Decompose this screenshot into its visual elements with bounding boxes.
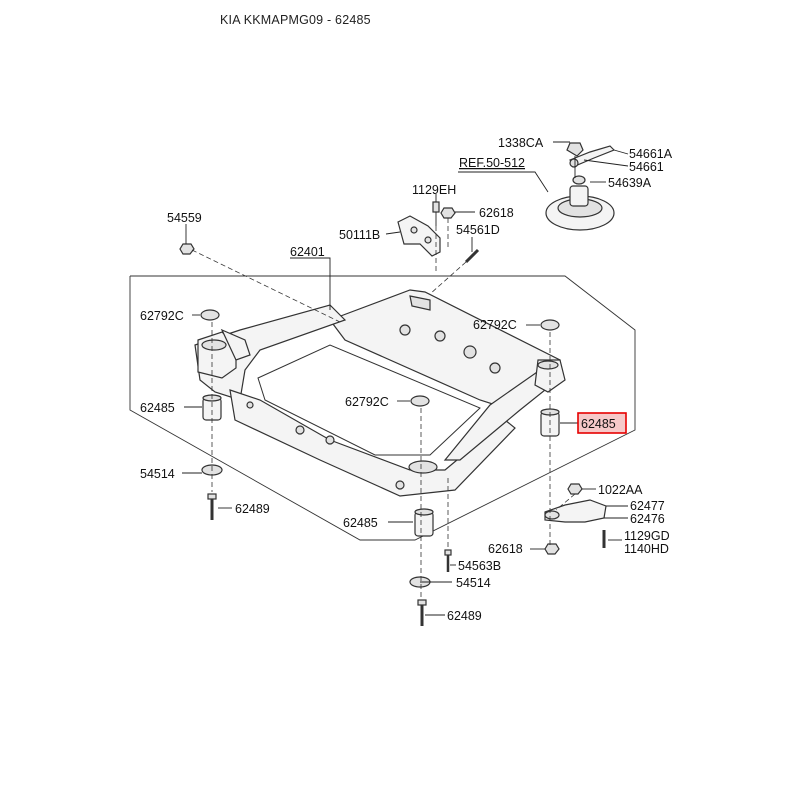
label-54661[interactable]: 54661 [629,160,664,174]
highlighted-part-box [577,412,627,434]
label-62476[interactable]: 62476 [630,512,665,526]
nut-62618-top-part [440,207,456,219]
label-62401[interactable]: 62401 [290,245,325,259]
bracket-62477-62476-part [544,499,607,523]
label-54563b[interactable]: 54563B [458,559,501,573]
label-54559[interactable]: 54559 [167,211,202,225]
nut-54559-part [179,243,195,255]
assembly-outline-frame [129,275,636,541]
dash-line-54559 [191,249,341,323]
label-62477[interactable]: 62477 [630,499,665,513]
label-62792c-left[interactable]: 62792C [140,309,184,323]
label-62489-bottom[interactable]: 62489 [447,609,482,623]
diagram-title: KIA KKMAPMG09 - 62485 [220,13,371,27]
label-54639a[interactable]: 54639A [608,176,652,190]
label-54514-left[interactable]: 54514 [140,467,175,481]
label-54561d[interactable]: 54561D [456,223,500,237]
bolt-54561d-part [464,248,480,264]
strut-mount-assembly [545,142,616,231]
bolt-62489-bottom-part [417,599,427,626]
bushing-62485-bottom-part [414,508,434,537]
nut-62618-bottom-part [544,543,560,555]
bolt-54563b-part [444,549,452,572]
nut-1022aa-part [567,483,583,495]
label-1129gd[interactable]: 1129GD [624,529,670,543]
washer-62792c-left-part [200,309,220,321]
bracket-50111b-part [397,215,441,257]
label-1022aa[interactable]: 1022AA [598,483,643,497]
label-1129eh[interactable]: 1129EH [412,183,456,197]
label-1338ca[interactable]: 1338CA [498,136,544,150]
label-1140hd[interactable]: 1140HD [624,542,669,556]
label-62792c-mid[interactable]: 62792C [345,395,389,409]
bolt-1129eh-part [432,201,440,226]
label-62618-bottom[interactable]: 62618 [488,542,523,556]
leader-lines [182,141,629,616]
dash-line-54561d [429,261,467,295]
label-62485-bottom[interactable]: 62485 [343,516,378,530]
label-62485-highlighted[interactable]: 62485 [581,417,616,431]
bolt-62489-left-part [207,493,217,520]
washer-62792c-right-part [540,319,560,331]
label-54514-bottom[interactable]: 54514 [456,576,491,590]
label-ref-50-512[interactable]: REF.50-512 [459,156,525,170]
dash-line-1022aa [555,493,576,511]
label-62485-left[interactable]: 62485 [140,401,175,415]
label-62792c-right[interactable]: 62792C [473,318,517,332]
label-62489-left[interactable]: 62489 [235,502,270,516]
label-54661a[interactable]: 54661A [629,147,673,161]
washer-62792c-mid-part [410,395,430,407]
label-50111b[interactable]: 50111B [339,228,380,242]
label-62618-top[interactable]: 62618 [479,206,514,220]
